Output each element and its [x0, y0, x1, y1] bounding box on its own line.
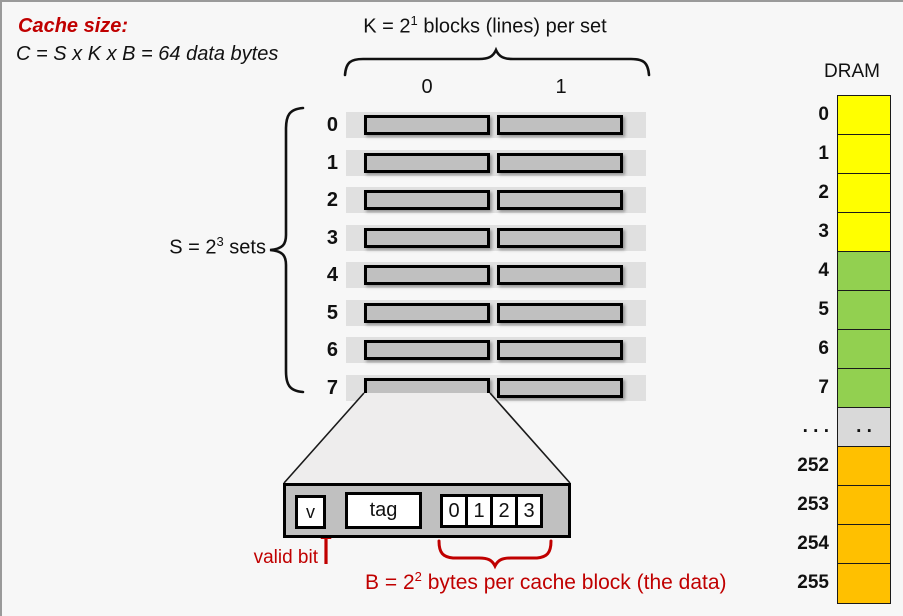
sets-count-exponent: 3	[216, 234, 224, 249]
valid-bit-box: v	[295, 495, 326, 529]
cache-set-row: 0	[302, 112, 646, 138]
set-index-label: 7	[326, 376, 338, 399]
cache-sets-grid: 0 1 2 3	[302, 112, 646, 401]
set-index-label: 2	[326, 189, 338, 211]
cache-set-row: 3	[302, 224, 646, 251]
set-row-strip	[346, 224, 646, 251]
set-index-label: 4	[326, 264, 338, 286]
dram-cell	[837, 95, 891, 136]
left-brace	[269, 106, 305, 394]
dram-row-label: 255	[797, 572, 829, 593]
set-index-label: 0	[326, 114, 338, 136]
dram-cell	[837, 212, 891, 253]
cache-block	[497, 340, 623, 360]
bytes-caption-exponent: 2	[414, 569, 422, 584]
cache-block	[364, 265, 490, 285]
cache-set-row: 4	[302, 262, 646, 288]
dram-cell	[837, 290, 891, 331]
blocks-per-set-exponent: 1	[410, 13, 418, 28]
cache-block	[497, 227, 623, 248]
dram-cell	[837, 524, 891, 565]
dram-cell	[837, 329, 891, 370]
dram-cell	[837, 446, 891, 487]
dram-row-label: 3	[818, 221, 829, 242]
set-row-strip	[346, 262, 646, 288]
dram-row-label: 6	[818, 338, 829, 359]
set-row-strip	[346, 374, 646, 401]
dram-ellipsis-label: . . .	[802, 416, 829, 437]
dram-cell	[837, 563, 891, 604]
valid-bit-caption: valid bit	[253, 547, 318, 568]
set-row-strip	[346, 187, 646, 213]
zoom-funnel	[284, 393, 570, 483]
sets-count-label: S = 23 sets	[150, 234, 266, 260]
cache-block	[364, 115, 490, 135]
tag-box: tag	[345, 492, 422, 529]
cache-block	[497, 265, 623, 285]
set-index-label: 1	[326, 151, 338, 174]
blocks-per-set-label: K = 21 blocks (lines) per set	[335, 13, 635, 39]
dram-cell	[837, 173, 891, 214]
dram-cell	[837, 485, 891, 526]
column-header-0: 0	[421, 76, 433, 98]
dram-row-label: 254	[797, 533, 829, 554]
set-row-strip	[346, 149, 646, 176]
cache-block	[364, 302, 490, 323]
cache-size-formula: C = S x K x B = 64 data bytes	[16, 43, 279, 65]
cache-block	[364, 340, 490, 360]
dram-row-label: 0	[818, 104, 829, 125]
dram-row-label: 5	[818, 299, 829, 320]
byte-box: 1	[465, 494, 493, 528]
set-index-label: 5	[326, 301, 338, 324]
cache-size-title: Cache size:	[18, 15, 129, 37]
dram-row-label: 252	[797, 455, 829, 476]
blocks-per-set-prefix: K = 2	[363, 15, 411, 38]
dram-row-label: 253	[797, 494, 829, 515]
cache-block	[497, 377, 623, 398]
bytes-caption-suffix: bytes per cache block (the data)	[421, 571, 727, 594]
byte-box: 3	[515, 494, 543, 528]
cache-set-row: 7	[302, 374, 646, 401]
cache-set-row: 2	[302, 187, 646, 213]
cache-block	[497, 115, 623, 135]
bytes-per-block-caption: B = 22 bytes per cache block (the data)	[365, 569, 727, 595]
byte-box: 2	[490, 494, 518, 528]
bytes-brace	[437, 539, 553, 570]
cache-block	[364, 377, 490, 398]
dram-row-label: 2	[818, 182, 829, 203]
column-header-1: 1	[555, 76, 567, 98]
cache-set-row: 6	[302, 337, 646, 363]
cache-block	[497, 302, 623, 323]
dram-row-label: 1	[818, 143, 829, 164]
sets-count-suffix: sets	[223, 236, 266, 259]
top-brace	[343, 46, 651, 77]
cache-block	[497, 190, 623, 210]
cache-block	[364, 152, 490, 173]
cache-set-row: 1	[302, 149, 646, 176]
data-byte-boxes: 0 1 2 3	[440, 494, 543, 528]
bytes-caption-prefix: B = 2	[365, 571, 415, 594]
dram-cell	[837, 134, 891, 175]
dram-cell	[837, 368, 891, 409]
cache-set-row: 5	[302, 299, 646, 326]
cache-block-detail: v tag 0 1 2 3	[283, 483, 571, 538]
dram-row-label: 4	[818, 260, 829, 281]
dram-row-label: 7	[818, 377, 829, 398]
cache-block	[497, 152, 623, 173]
set-row-strip	[346, 112, 646, 138]
byte-box: 0	[440, 494, 468, 528]
blocks-per-set-suffix: blocks (lines) per set	[417, 15, 607, 38]
set-row-strip	[346, 337, 646, 363]
dram-title: DRAM	[824, 61, 880, 82]
sets-count-prefix: S = 2	[169, 236, 217, 259]
cache-block	[364, 227, 490, 248]
set-row-strip	[346, 299, 646, 326]
cache-block	[364, 190, 490, 210]
dram-cell	[837, 251, 891, 292]
set-index-label: 3	[326, 226, 338, 249]
dram-ellipsis-cell: . .	[837, 407, 891, 448]
set-index-label: 6	[326, 339, 338, 361]
